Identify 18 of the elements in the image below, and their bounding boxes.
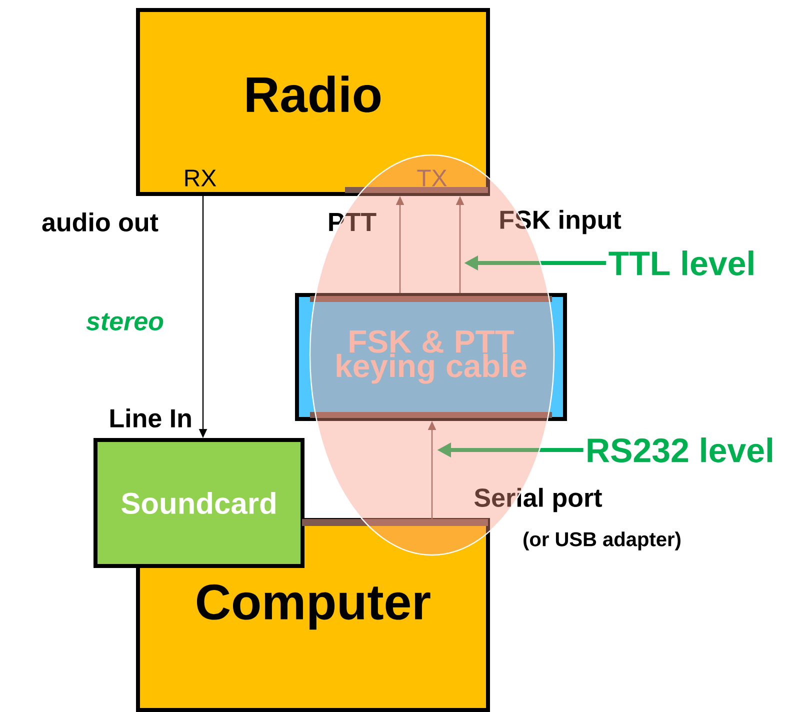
port-label: audio out	[42, 212, 158, 232]
edge-label: stereo	[86, 313, 164, 330]
cable-box	[295, 293, 567, 421]
box-title: Computer	[197, 584, 430, 630]
box-title: Soundcard	[122, 492, 276, 514]
port-label: (or USB adapter)	[524, 532, 680, 550]
port-label: PTT	[329, 213, 376, 231]
port-label: Serial port	[474, 488, 602, 512]
port-label: TX	[417, 170, 447, 186]
port-label: Line In	[110, 408, 191, 428]
radio-box	[136, 8, 490, 196]
soundcard-box	[94, 438, 304, 568]
port-label: RX	[185, 170, 216, 186]
box-title: FSK & PTT keying cable	[336, 330, 526, 384]
box-title: Radio	[246, 76, 380, 112]
port-label: FSK input	[500, 210, 622, 234]
level-label: TTL level	[608, 250, 754, 276]
level-label: RS232 level	[588, 437, 772, 462]
